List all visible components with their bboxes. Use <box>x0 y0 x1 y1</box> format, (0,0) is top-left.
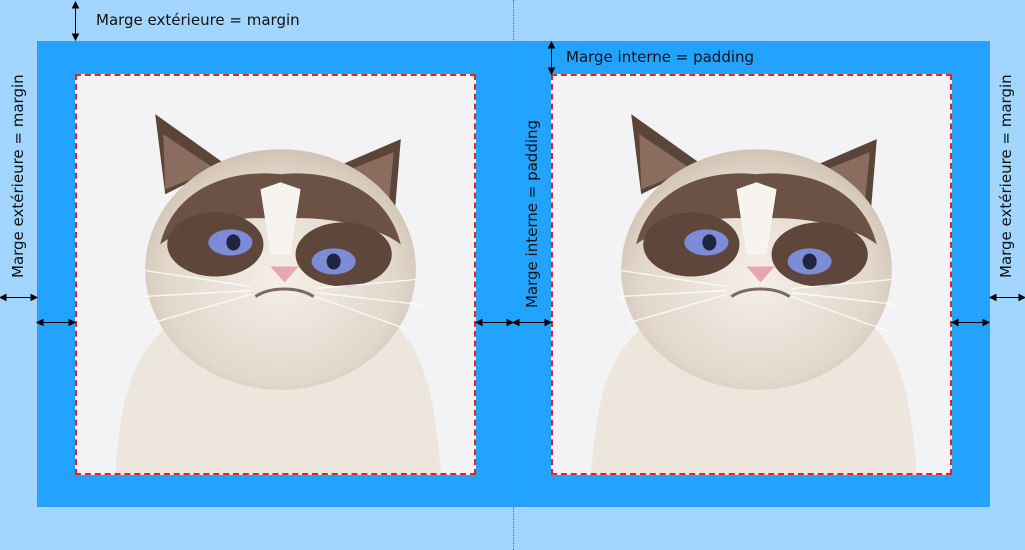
top-padding-label: Marge interne = padding <box>566 48 755 66</box>
middle-padding-label: Marge interne = padding <box>523 119 541 308</box>
top-margin-label: Marge extérieure = margin <box>96 11 300 29</box>
cat-image-left <box>75 74 476 475</box>
cat-image-right <box>551 74 952 475</box>
left-margin-label: Marge extérieure = margin <box>9 74 27 278</box>
right-margin-label: Marge extérieure = margin <box>997 74 1015 278</box>
